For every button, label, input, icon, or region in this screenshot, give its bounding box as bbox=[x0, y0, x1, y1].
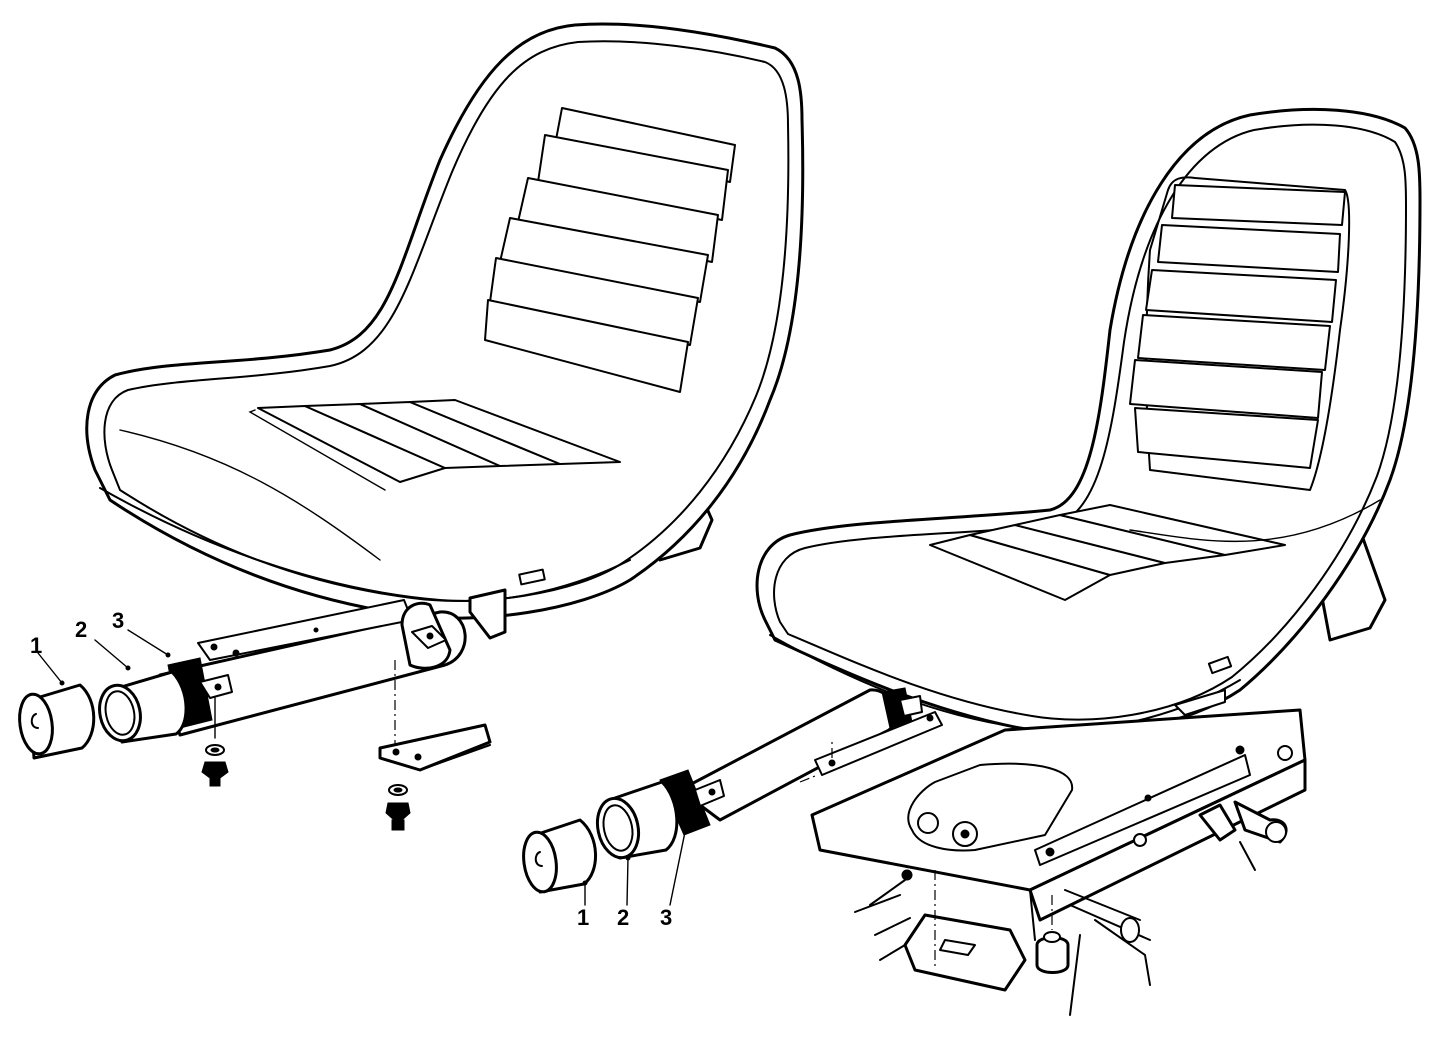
left-end-cap-1 bbox=[18, 683, 96, 760]
left-leader-lines bbox=[37, 629, 171, 686]
right-callout-3: 3 bbox=[660, 905, 672, 930]
left-slide-rear-bracket bbox=[468, 588, 507, 640]
left-slide-assembly bbox=[18, 588, 507, 831]
left-callout-3: 3 bbox=[112, 608, 124, 633]
left-sleeve-2 bbox=[98, 670, 188, 744]
right-base-cutout bbox=[907, 762, 1074, 852]
left-rear-plate-and-fasteners bbox=[378, 660, 492, 831]
right-callouts: 1 2 3 bbox=[577, 905, 672, 930]
right-sleeve-2 bbox=[595, 780, 679, 860]
left-callouts: 1 2 3 bbox=[30, 608, 124, 658]
left-seat-assembly bbox=[85, 22, 805, 620]
left-callout-2: 2 bbox=[75, 617, 87, 642]
right-end-cap-1 bbox=[522, 818, 597, 894]
left-backrest-ribs bbox=[484, 107, 736, 393]
right-slide-top-plate bbox=[814, 711, 943, 776]
right-cushion-ribs bbox=[929, 504, 1286, 601]
left-callout-1: 1 bbox=[30, 633, 42, 658]
right-slide-assembly bbox=[522, 687, 1307, 1016]
left-slide-tube bbox=[158, 610, 467, 737]
right-callout-2: 2 bbox=[617, 905, 629, 930]
right-leader-lines bbox=[582, 829, 688, 906]
right-callout-1: 1 bbox=[577, 905, 589, 930]
right-side-rail bbox=[1034, 754, 1251, 866]
left-front-fasteners bbox=[201, 697, 229, 787]
right-backrest-ribs bbox=[1129, 184, 1346, 469]
left-cushion-ribs bbox=[248, 399, 621, 491]
right-seat-assembly bbox=[755, 107, 1422, 736]
